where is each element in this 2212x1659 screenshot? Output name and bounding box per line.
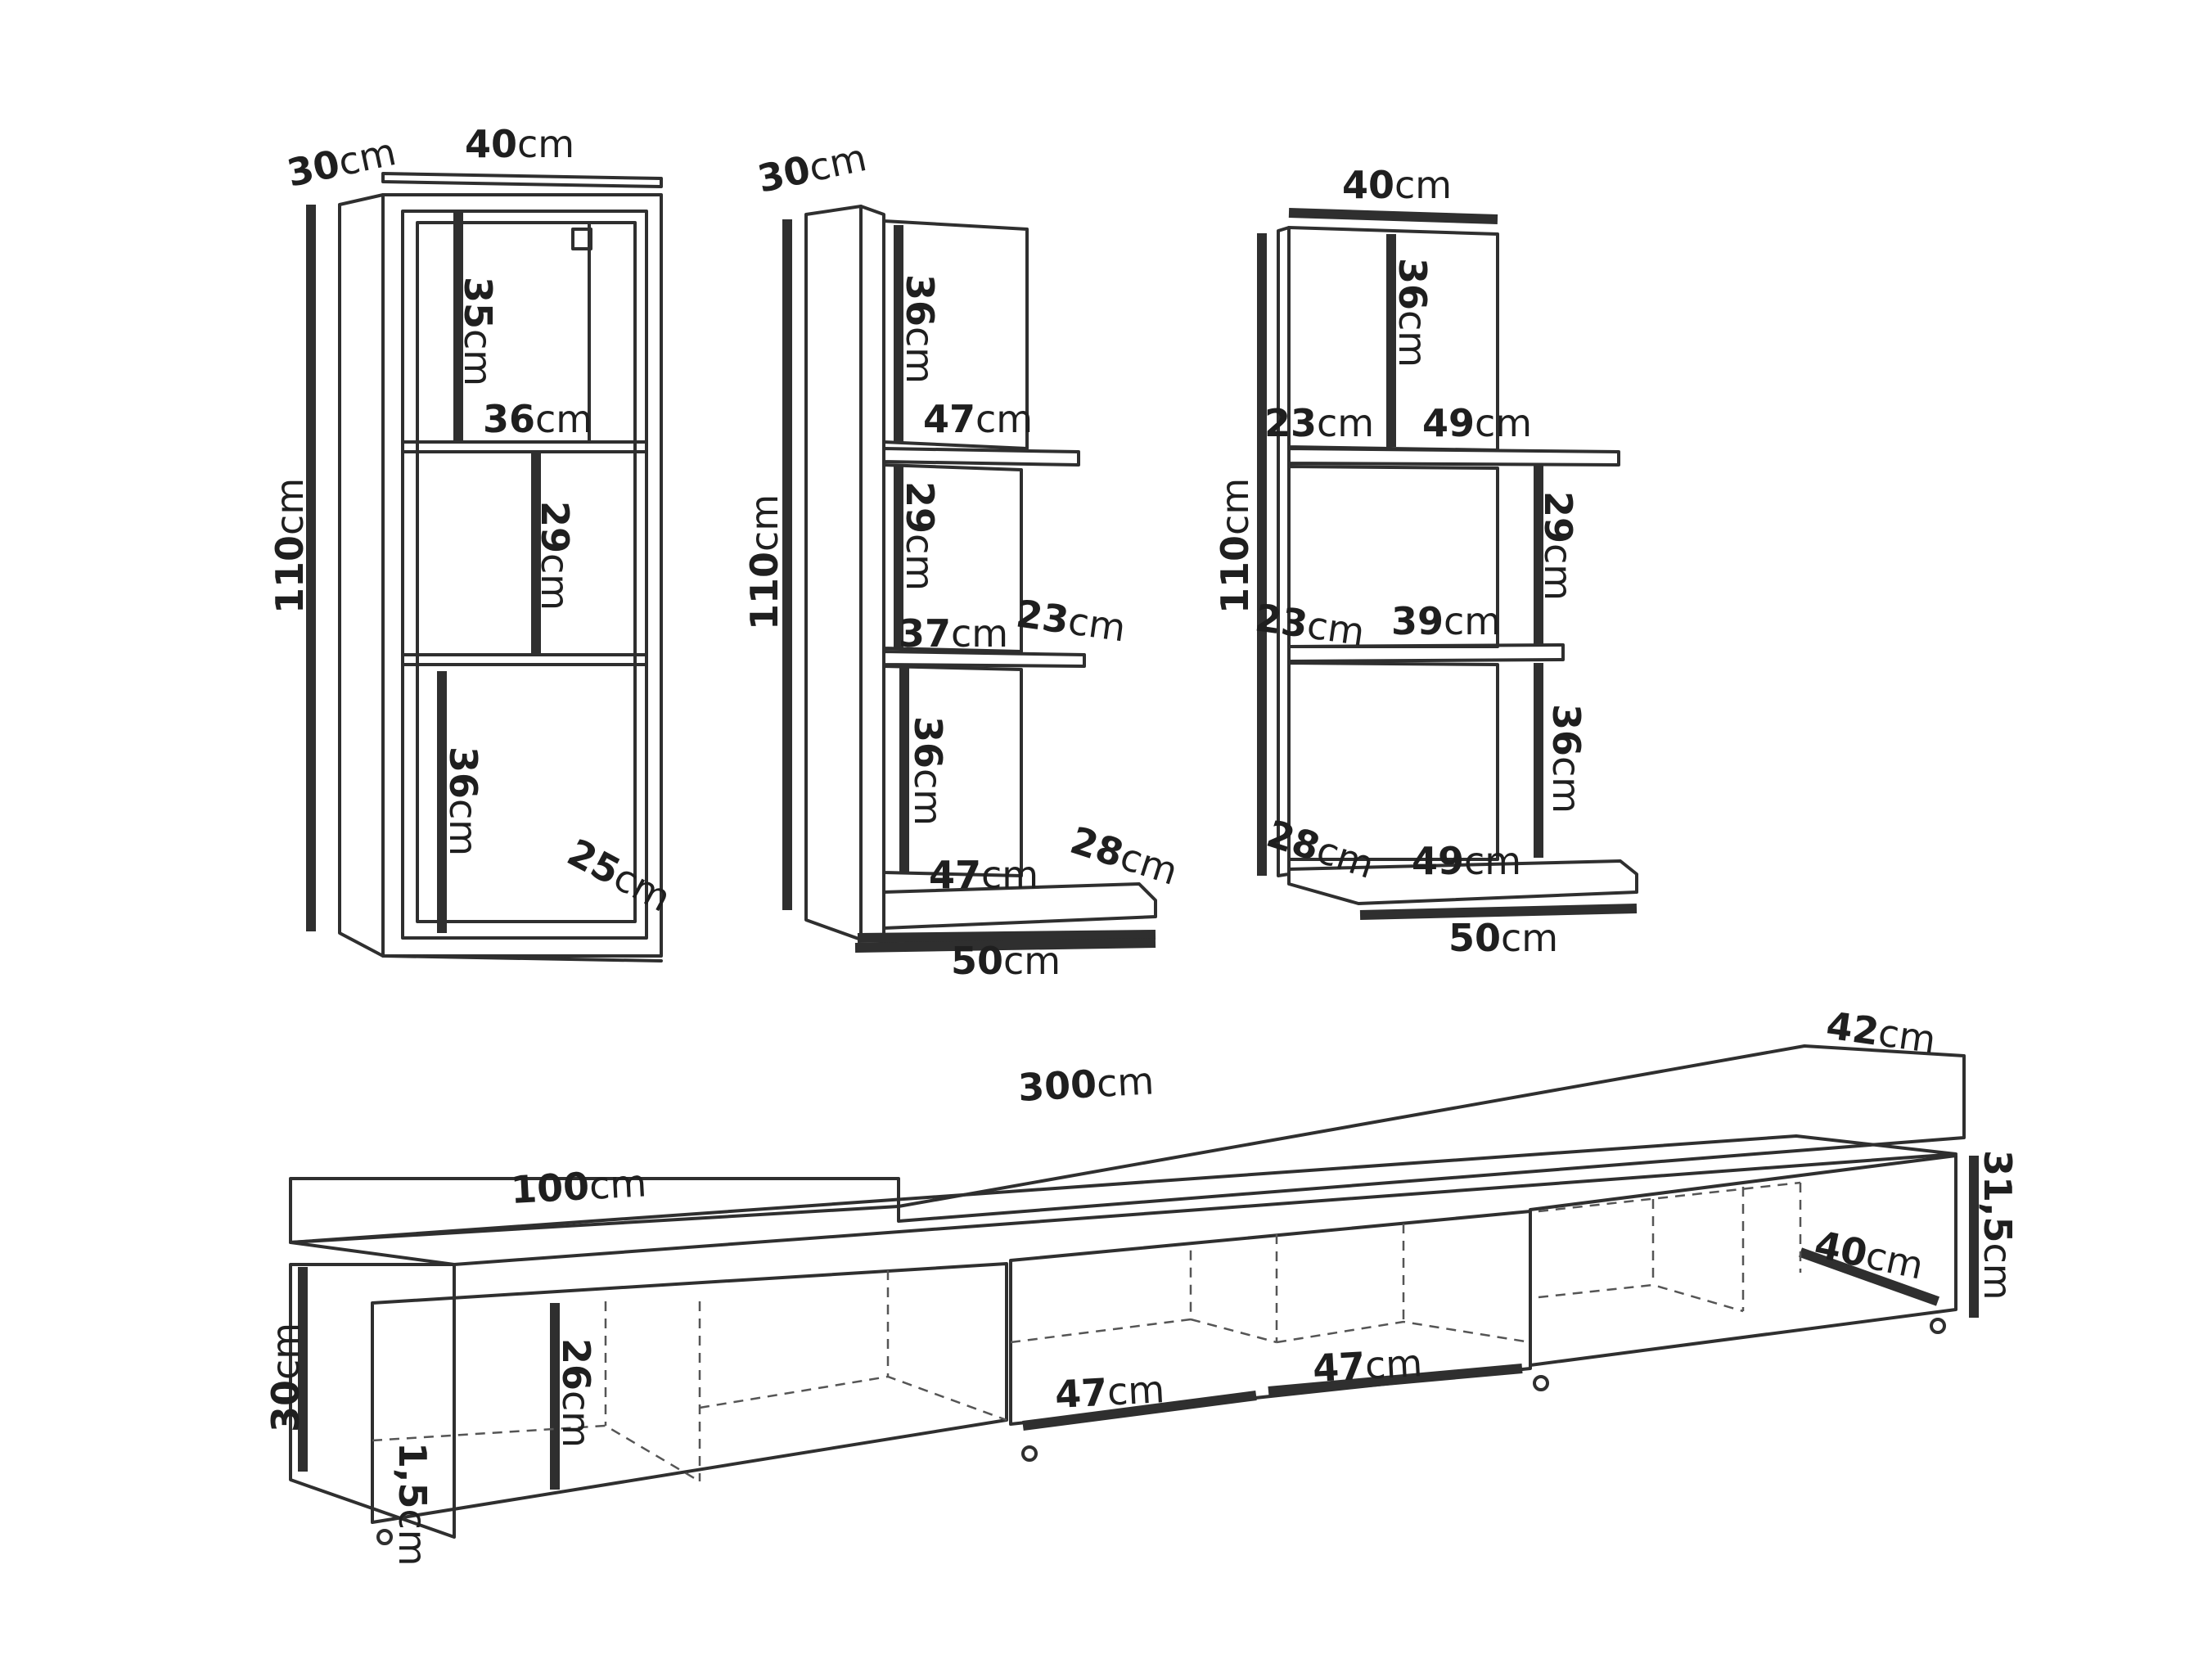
dim-left-width: 40cm xyxy=(465,122,574,166)
shelf-middle-base xyxy=(882,882,1157,930)
dim-left-shelf-bottom-height: 36cm xyxy=(441,746,485,856)
dim-right-width: 40cm xyxy=(1342,163,1452,207)
dim-mid-bottom-height: 36cm xyxy=(906,716,950,826)
dim-right-top-height: 36cm xyxy=(1390,258,1435,367)
dim-bench-plinth: 1,5cm xyxy=(390,1442,435,1567)
cabinet-left-body xyxy=(381,193,663,958)
dim-right-height: 110cm xyxy=(1213,478,1257,614)
dim-bench-module-length: 100cm xyxy=(510,1161,648,1212)
dim-mid-mid-height: 29cm xyxy=(898,481,942,591)
dim-right-top-shelf-width: 49cm xyxy=(1422,401,1532,445)
shelf-middle-shelf-2 xyxy=(882,650,1086,668)
shelf-middle-shelf-1 xyxy=(882,447,1080,467)
dimension-labels: 30cm 40cm 110cm 35cm 36cm 29cm 36cm 25cm… xyxy=(264,122,2020,1567)
dim-mid-height: 110cm xyxy=(742,494,786,630)
dim-bench-height: 31,5cm xyxy=(1975,1150,2020,1301)
shelf-right-shelf-1 xyxy=(1287,447,1620,467)
dim-bench-inner-height: 26cm xyxy=(554,1338,598,1448)
dim-right-bottom-height: 36cm xyxy=(1544,704,1588,814)
shelf-unit-middle xyxy=(782,205,1157,953)
cabinet-left-back xyxy=(416,221,637,923)
tv-bench xyxy=(289,1044,1979,1545)
cabinet-left xyxy=(306,172,663,962)
cabinet-left-top xyxy=(381,172,663,188)
dim-right-base-depth: 28cm xyxy=(1262,811,1380,887)
dim-right-mid-height: 29cm xyxy=(1536,491,1580,601)
dim-left-shelf-top-height: 35cm xyxy=(456,277,500,386)
dim-right-mid-shelf-depth: 23cm xyxy=(1252,595,1367,654)
tv-bench-back-panel-right xyxy=(897,1044,1966,1223)
shelf-right-low-box xyxy=(1287,661,1499,861)
dim-left-depth: 30cm xyxy=(283,129,399,196)
shelf-right-base xyxy=(1287,859,1638,905)
dim-right-base-width: 49cm xyxy=(1412,839,1521,883)
shelf-middle-top-box xyxy=(882,219,1029,450)
shelf-middle-mid-box xyxy=(882,463,1023,653)
dim-left-shelf-top-width: 36cm xyxy=(483,397,592,441)
dim-mid-mid-shelf-width: 37cm xyxy=(899,611,1008,656)
dim-right-base-total: 50cm xyxy=(1448,916,1558,960)
shelf-middle-side xyxy=(804,205,863,941)
dim-mid-depth: 30cm xyxy=(754,135,870,201)
dim-right-mid-shelf-width: 39cm xyxy=(1391,599,1501,643)
dim-mid-base-width: 47cm xyxy=(929,853,1038,897)
cabinet-left-inner-frame xyxy=(401,210,648,940)
dim-bench-front-height: 30cm xyxy=(264,1323,308,1432)
dim-mid-base-depth: 28cm xyxy=(1065,818,1183,894)
dim-left-height: 110cm xyxy=(268,478,312,614)
dim-mid-base-total: 50cm xyxy=(951,939,1061,983)
shelf-unit-right xyxy=(1257,208,1638,920)
tv-bench-module-3 xyxy=(1529,1154,1957,1367)
dim-bench-total-length: 300cm xyxy=(1017,1058,1156,1110)
shelf-middle-upright xyxy=(859,205,885,943)
dim-left-shelf-mid-height: 29cm xyxy=(533,501,577,611)
tv-bench-front xyxy=(289,1263,456,1539)
dim-mid-mid-shelf-depth: 23cm xyxy=(1013,591,1128,650)
dim-right-top-shelf-depth: 23cm xyxy=(1264,401,1374,445)
cabinet-left-side-panel xyxy=(338,193,385,958)
shelf-middle-low-box xyxy=(882,665,1023,877)
tv-bench-module-2 xyxy=(1009,1210,1532,1426)
dim-bench-compartment-b: 47cm xyxy=(1312,1341,1424,1391)
dim-bench-compartment-a: 47cm xyxy=(1054,1367,1166,1417)
dim-mid-top-shelf-width: 47cm xyxy=(923,397,1033,441)
dim-mid-top-height: 36cm xyxy=(898,274,942,384)
shelf-right-shelf-2 xyxy=(1287,643,1565,663)
dim-bench-depth: 42cm xyxy=(1823,1003,1938,1062)
tv-bench-module-1 xyxy=(371,1262,1008,1524)
